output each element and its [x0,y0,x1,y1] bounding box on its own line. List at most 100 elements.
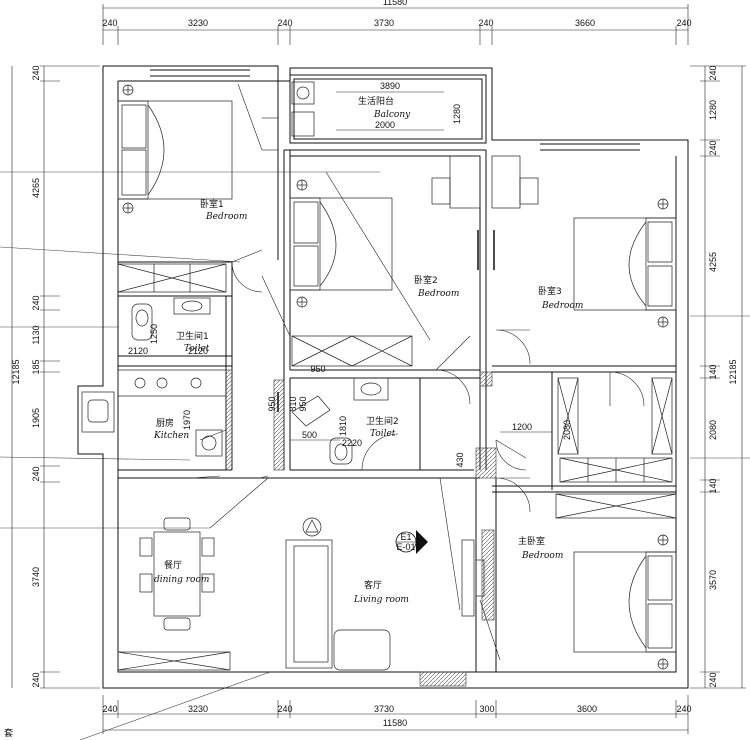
right-dim-8: 3570 [708,570,718,590]
bedroom3-label-cn: 卧室3 [538,285,562,297]
bedroom3-label-en: Bedroom [541,301,583,311]
kitchen-dim-a: 1970 [182,410,192,430]
bottom-dim-4: 3730 [374,704,394,714]
dining-label-en: dining room [154,575,209,585]
toilet2-label-cn: 卫生间2 [366,415,399,427]
right-dim-6: 2080 [708,420,718,440]
toilet2-label-en: Toilet [370,429,396,439]
bed-3-icon [491,155,677,328]
left-dim-8: 3740 [31,567,41,587]
inner-dim-2080: 2080 [562,420,572,440]
master-label-en: Bedroom [521,551,563,561]
top-dim-6: 3660 [575,18,595,28]
toilet2-dim-a: 500 [302,430,317,440]
bed-2-icon [289,155,481,308]
top-dim-7: 240 [676,18,691,28]
bedroom1-label-en: Bedroom [205,212,247,222]
furniture [81,84,677,671]
balcony-dim-top: 3890 [380,81,400,91]
kitchen-fixtures-icon [81,369,227,457]
doors [191,83,645,661]
washing-machine-icon [291,81,315,137]
bedroom1-label-cn: 卧室1 [200,198,224,210]
toilet1-dim-b: 2120 [188,346,208,356]
right-dim-4: 4255 [708,252,718,272]
toilet1-label-en: Toilet [184,344,210,354]
bedroom2-label-en: Bedroom [417,289,459,299]
top-total-dim: 11580 [383,0,407,7]
inner-dim-950b: 950 [310,364,325,374]
dining-label-cn: 餐厅 [164,559,182,571]
bedroom2-label-cn: 卧室2 [414,274,438,286]
right-dim-2: 1280 [708,100,718,120]
left-total-dim: 12185 [11,359,21,384]
right-dim-3: 240 [708,140,718,155]
toilet1-dim-c: 1250 [149,324,159,344]
left-dim-labels: 240 4265 240 1130 185 1905 240 3740 240 … [11,65,41,687]
bottom-total-dim: 11580 [383,718,407,728]
inner-dim-1200: 1200 [512,422,532,432]
living-label-en: Living room [353,595,409,605]
tv-stand-icon [461,539,485,617]
bed-master-icon [555,493,677,670]
toilet1-label-cn: 卫生间1 [176,330,209,342]
leader-lines [0,171,750,740]
toilet2-dim-d: 810 [288,396,298,411]
right-dim-5: 140 [708,364,718,379]
dining-cabinet-icon [117,651,231,671]
kitchen-label-cn: 厨房 [156,417,174,429]
right-dim-9: 240 [708,672,718,687]
left-dim-4: 1130 [31,325,41,344]
left-dim-1: 240 [31,65,41,80]
right-dim-7: 140 [708,478,718,493]
bed-1-icon [117,84,233,214]
toilet2-dim-e: 950 [298,396,308,411]
left-dim-6: 1905 [31,408,41,428]
toilet-1-fixtures-icon [131,297,211,341]
right-total-dim: 12185 [728,359,738,384]
wardrobe-2-icon [291,335,413,367]
bottom-dim-6: 3600 [577,704,597,714]
kitchen-label-en: Kitchen [153,431,189,441]
left-dim-3: 240 [31,295,41,310]
elevation-tag-top: E1 [400,532,411,542]
inner-dim-950: 950 [267,396,277,411]
inner-dim-430: 430 [455,452,465,467]
elevation-tag-bottom: E-01 [396,542,415,552]
bottom-dim-5: 300 [479,704,494,714]
right-dimension-chain [690,65,746,689]
top-dim-4: 3730 [374,18,394,28]
balcony-label-en: Balcony [373,110,411,120]
top-dimension-chain [102,4,689,45]
wardrobe-3-icon [557,377,673,483]
toilet2-dim-c: 1810 [338,416,348,436]
top-dim-3: 240 [277,18,292,28]
left-dim-7: 240 [31,466,41,481]
toilet1-dim-a: 2120 [128,346,148,356]
structural-columns [225,369,497,687]
left-dim-2: 4265 [31,178,41,198]
bottom-dim-3: 240 [277,704,292,714]
toilet-2-fixtures-icon [291,377,389,465]
left-dim-5: 185 [31,359,41,374]
right-dim-labels: 240 1280 240 4255 140 2080 140 3570 240 … [708,65,738,687]
bottom-dim-7: 240 [676,704,691,714]
balcony-dim-side: 1280 [452,104,462,124]
wardrobe-1-icon [117,263,227,293]
living-label-cn: 客厅 [364,579,382,591]
balcony-dim-mid: 2000 [375,120,395,130]
top-dim-5: 240 [478,18,493,28]
dining-table-icon [139,517,215,631]
corner-char: 套 [4,727,13,739]
left-dim-9: 240 [31,672,41,687]
top-dim-1: 240 [102,18,117,28]
bottom-dim-1: 240 [102,704,117,714]
right-dim-1: 240 [708,65,718,80]
left-dimension-chain [11,65,100,689]
toilet2-dim-b: 2220 [342,438,362,448]
master-label-cn: 主卧室 [518,535,545,547]
top-dim-2: 3230 [188,18,208,28]
sofa-icon [285,517,391,671]
